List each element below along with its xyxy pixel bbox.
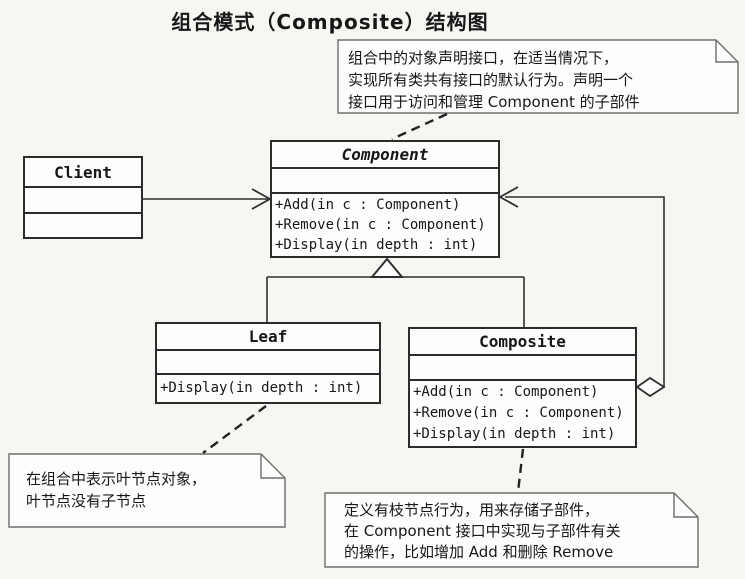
class-client-name: Client [54, 162, 112, 182]
note-line: 在 Component 接口中实现与子部件有关 [344, 522, 621, 540]
generalization-triangle-icon [369, 257, 405, 278]
note-line: 实现所有类共有接口的默认行为。声明一个 [348, 71, 634, 89]
note-line: 叶节点没有子节点 [26, 492, 147, 510]
note-anchor-composite [516, 448, 525, 493]
class-leaf-name: Leaf [248, 327, 288, 347]
method-remove: +Remove(in c : Component) [275, 217, 486, 233]
note-component-shape [337, 39, 739, 114]
method-add: +Add(in c : Component) [413, 384, 599, 400]
note-anchor-leaf [202, 405, 267, 454]
class-leaf: Leaf +Display(in depth : int) [155, 322, 381, 404]
note-anchor-component [391, 112, 448, 141]
note-line: 组合中的对象声明接口，在适当情况下， [348, 49, 619, 67]
note-line: 定义有枝节点行为，用来存储子部件， [344, 501, 600, 519]
open-arrowhead-icon [499, 186, 519, 208]
note-line: 在组合中表示叶节点对象， [26, 470, 207, 488]
class-client-attributes [25, 186, 141, 212]
method-remove: +Remove(in c : Component) [413, 405, 624, 421]
note-leaf: 在组合中表示叶节点对象， 叶节点没有子节点 [26, 468, 206, 512]
class-leaf-attributes [157, 349, 379, 373]
aggregation-composite-component [499, 186, 666, 398]
class-composite-name: Composite [479, 332, 566, 352]
method-display: +Display(in depth : int) [413, 426, 616, 442]
method-add: +Add(in c : Component) [275, 197, 461, 213]
class-component-attributes [272, 167, 498, 192]
method-display: +Display(in depth : int) [160, 380, 363, 396]
class-component-operations: +Add(in c : Component) +Remove(in c : Co… [272, 192, 498, 256]
class-client: Client [23, 156, 143, 239]
note-leaf-shape [8, 453, 286, 528]
class-composite: Composite +Add(in c : Component) +Remove… [408, 327, 637, 448]
method-display: +Display(in depth : int) [275, 237, 478, 253]
class-composite-attributes [410, 354, 635, 379]
note-line: 接口用于访问和管理 Component 的子部件 [348, 93, 640, 111]
class-leaf-operations: +Display(in depth : int) [157, 373, 379, 402]
page-title: 组合模式（Composite）结构图 [171, 10, 489, 34]
class-component-name: Component [341, 145, 429, 165]
class-component: Component +Add(in c : Component) +Remove… [270, 140, 500, 258]
note-component: 组合中的对象声明接口，在适当情况下， 实现所有类共有接口的默认行为。声明一个 接… [348, 47, 640, 113]
class-composite-operations: +Add(in c : Component) +Remove(in c : Co… [410, 379, 635, 446]
class-client-operations [25, 212, 141, 237]
note-composite: 定义有枝节点行为，用来存储子部件， 在 Component 接口中实现与子部件有… [344, 500, 621, 563]
open-arrowhead-icon [251, 188, 271, 210]
note-composite-shape [324, 492, 699, 568]
note-line: 的操作，比如增加 Add 和删除 Remove [344, 543, 614, 561]
generalization-links [266, 257, 525, 327]
aggregation-diamond-icon [635, 376, 666, 398]
association-client-component [143, 188, 271, 210]
